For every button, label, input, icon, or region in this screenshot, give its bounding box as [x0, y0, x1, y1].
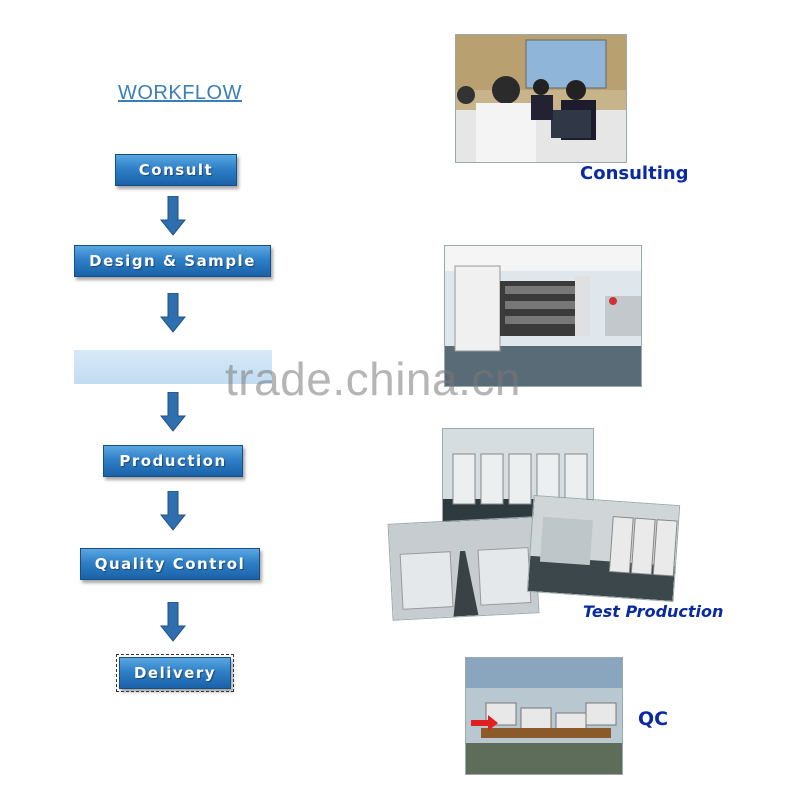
down-arrow-icon: [160, 196, 186, 236]
workflow-title: WORKFLOW: [118, 82, 242, 104]
test-production-photo: [526, 494, 681, 603]
caption-consulting: Consulting: [580, 163, 689, 184]
down-arrow-icon: [160, 293, 186, 333]
down-arrow-icon: [160, 392, 186, 432]
down-arrow-icon: [160, 491, 186, 531]
step-production[interactable]: Production: [103, 445, 243, 477]
obscured-step: [74, 350, 272, 384]
watermark: trade.china.cn: [225, 353, 521, 405]
caption-qc: QC: [638, 708, 669, 730]
step-consult[interactable]: Consult: [115, 154, 237, 186]
consulting-photo: [455, 34, 627, 163]
step-design-sample[interactable]: Design & Sample: [74, 245, 271, 277]
test-production-photo: [387, 516, 540, 621]
down-arrow-icon: [160, 602, 186, 642]
caption-test-production: Test Production: [583, 602, 724, 621]
red-arrow-icon: [471, 715, 498, 731]
step-quality-control[interactable]: Quality Control: [80, 548, 260, 580]
qc-photo: [465, 657, 623, 775]
machine-photo: [444, 245, 642, 387]
step-delivery[interactable]: Delivery: [116, 654, 234, 692]
